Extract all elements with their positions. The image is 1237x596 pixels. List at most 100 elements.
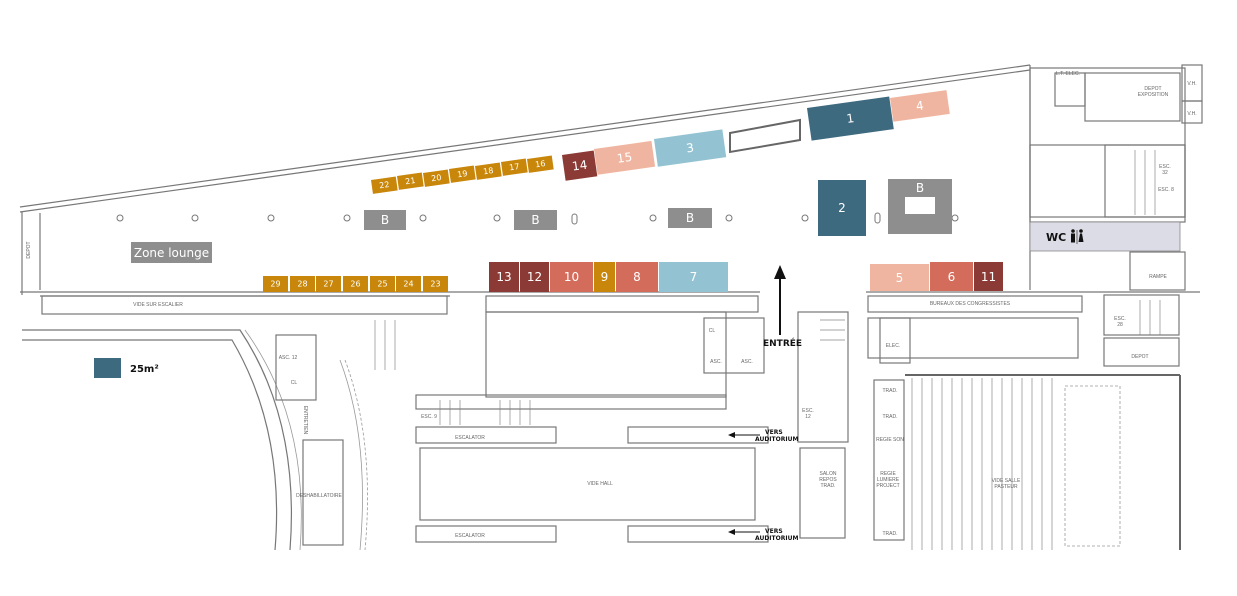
room-label: PASTEUR (994, 484, 1018, 490)
booth-8[interactable]: 8 (616, 262, 658, 292)
svg-text:VERS: VERS (765, 528, 783, 535)
svg-text:B: B (916, 181, 924, 195)
booth-5[interactable]: 5 (870, 264, 929, 291)
svg-text:24: 24 (403, 280, 413, 289)
svg-text:15: 15 (616, 150, 633, 166)
booth-10[interactable]: 10 (550, 262, 593, 292)
svg-text:5: 5 (896, 271, 904, 285)
legend-size: 25m² (130, 364, 159, 375)
svg-text:6: 6 (948, 270, 956, 284)
room-label: ASC. (741, 359, 753, 365)
wc-area[interactable]: WC (1029, 221, 1181, 252)
booth-3[interactable]: 3 (654, 129, 727, 167)
svg-text:25: 25 (377, 280, 387, 289)
room-label: ESC. 9 (421, 414, 437, 420)
room-label: V.H. (1187, 81, 1196, 87)
svg-text:B: B (531, 213, 539, 227)
room-label: CL (291, 380, 298, 386)
booth-11[interactable]: 11 (974, 262, 1003, 291)
room-label: L.T. ELEC. (1056, 71, 1080, 77)
booth-29[interactable]: 29 (263, 276, 288, 292)
columns (116, 212, 959, 225)
booth-1[interactable]: 1 (807, 96, 894, 141)
svg-text:23: 23 (430, 280, 440, 289)
svg-text:4: 4 (915, 98, 925, 113)
svg-text:20: 20 (431, 173, 442, 183)
booth-20[interactable]: 20 (423, 169, 450, 187)
room-label: TRAD. (883, 388, 898, 394)
vers-auditorium-1: VERS AUDITORIUM (728, 429, 798, 443)
room-label: TRAD. (821, 483, 836, 489)
room-label: 12 (805, 414, 811, 420)
room-label: 32 (1162, 170, 1168, 176)
zone-lounge: Zone lounge (131, 242, 212, 263)
room-label: ESCALATOR (455, 435, 485, 441)
svg-text:3: 3 (685, 141, 695, 156)
room-label: ELEC. (886, 343, 900, 349)
room-label: BUREAUX DES CONGRESSISTES (930, 301, 1011, 307)
lower-building (22, 118, 1181, 551)
booth-21[interactable]: 21 (397, 172, 424, 190)
svg-text:13: 13 (496, 270, 511, 284)
room-label: ESCALATOR (455, 533, 485, 539)
svg-text:16: 16 (535, 159, 546, 169)
room-label: ESC. 8 (1158, 187, 1174, 193)
booth-25[interactable]: 25 (370, 276, 395, 292)
room-label: ESC. (1159, 164, 1171, 170)
room-label: ESC. (802, 408, 814, 414)
entrance-label: ENTRÉE (763, 337, 802, 349)
room-labels: L.T. ELEC. DEPOT EXPOSITION V.H. V.H. ES… (26, 71, 1197, 539)
room-label: REPOS (819, 477, 837, 483)
room-label: LUMIERE (877, 477, 900, 483)
bar-2[interactable]: B (514, 210, 557, 230)
room-label: ENTRETIEN (302, 406, 308, 435)
svg-text:28: 28 (297, 280, 307, 289)
bar-4[interactable]: B (888, 179, 952, 234)
svg-text:14: 14 (571, 158, 588, 174)
booth-22[interactable]: 22 (371, 176, 398, 194)
booth-15[interactable]: 15 (594, 140, 656, 175)
booth-2[interactable]: 2 (818, 180, 866, 236)
booth-24[interactable]: 24 (396, 276, 421, 292)
room-label: ASC. (710, 359, 722, 365)
svg-text:1: 1 (846, 111, 856, 126)
room-label: VIDE HALL (587, 481, 613, 487)
booth-23[interactable]: 23 (423, 276, 448, 292)
svg-text:B: B (381, 213, 389, 227)
booth-19[interactable]: 19 (449, 165, 476, 183)
booth-13[interactable]: 13 (489, 262, 519, 292)
booth-26[interactable]: 26 (343, 276, 368, 292)
booths-top-row: 22 21 20 19 18 17 16 14 15 3 1 4 (371, 90, 950, 194)
booth-14[interactable]: 14 (562, 150, 598, 181)
svg-text:27: 27 (323, 280, 333, 289)
booth-4[interactable]: 4 (890, 90, 950, 122)
booth-18[interactable]: 18 (475, 162, 502, 180)
booth-27[interactable]: 27 (316, 276, 341, 292)
legend-swatch (94, 358, 121, 378)
booth-9[interactable]: 9 (594, 262, 615, 292)
booth-28[interactable]: 28 (290, 276, 315, 292)
svg-text:7: 7 (690, 270, 698, 284)
room-label: VIDE SALLE (992, 478, 1021, 484)
svg-text:26: 26 (350, 280, 360, 289)
svg-text:17: 17 (509, 162, 520, 172)
room-label: 28 (1117, 322, 1123, 328)
room-label: SALON (820, 471, 837, 477)
svg-text:Zone lounge: Zone lounge (134, 246, 209, 260)
svg-text:WC: WC (1046, 231, 1066, 244)
booth-16[interactable]: 16 (527, 155, 554, 173)
bar-3[interactable]: B (668, 208, 712, 228)
room-label: ASC. 12 (279, 355, 298, 361)
room-label: DEPOT (1144, 86, 1161, 92)
booth-6[interactable]: 6 (930, 262, 973, 291)
svg-text:18: 18 (483, 166, 494, 176)
booth-17[interactable]: 17 (501, 158, 528, 176)
booth-12[interactable]: 12 (520, 262, 549, 292)
svg-text:AUDITORIUM: AUDITORIUM (755, 535, 798, 542)
bar-1[interactable]: B (364, 210, 406, 230)
svg-text:2: 2 (838, 201, 846, 215)
room-label: TRAD. (883, 414, 898, 420)
svg-text:11: 11 (981, 270, 996, 284)
booth-7[interactable]: 7 (659, 262, 728, 292)
svg-text:22: 22 (379, 180, 390, 190)
